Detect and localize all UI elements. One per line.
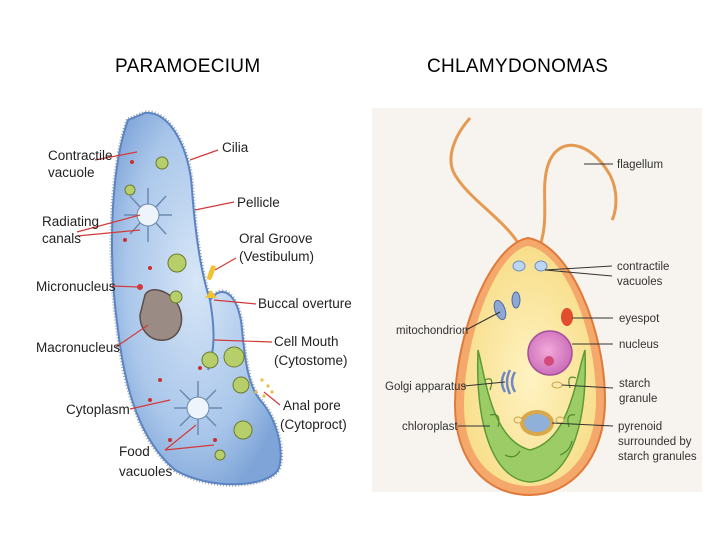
chlamydomonas-title: CHLAMYDONOMAS: [427, 56, 609, 77]
label-contractile-vacuoles-2: vacuoles: [617, 276, 663, 288]
label-oral-groove-2: (Vestibulum): [239, 249, 314, 264]
micronucleus: [137, 284, 143, 290]
svg-text:Anal pore(Cytoproct): Anal pore (Cytoproct): [280, 398, 347, 432]
nucleus: [527, 330, 573, 376]
label-anal-pore-2: (Cytoproct): [280, 417, 347, 432]
contractile-vacuole-bottom: [174, 381, 222, 435]
label-contractile-vacuole-2: vacuole: [48, 165, 95, 180]
contractile-vacuole-top: [124, 188, 172, 242]
chlamydomonas-leaders: [458, 163, 614, 427]
chlamydomonas-diagram: flagellum contractile vacuoles eyespot nu…: [372, 108, 702, 497]
paramecium-title: PARAMOECIUM: [115, 56, 261, 77]
label-starch-granule-2: granule: [619, 393, 657, 405]
label-radiating-canals-2: canals: [42, 231, 81, 246]
label-contractile-vacuole-1: Contractile: [48, 148, 113, 163]
label-micronucleus: Micronucleus: [36, 279, 116, 294]
label-anal-pore-1: Anal pore: [283, 398, 341, 413]
pyrenoid: [520, 410, 554, 436]
label-cell-mouth-2: (Cytostome): [274, 353, 348, 368]
eyespot: [561, 308, 573, 326]
label-nucleus: nucleus: [619, 339, 659, 351]
label-cilia: Cilia: [222, 140, 249, 155]
paramecium-leaders: [76, 149, 281, 451]
label-buccal: Buccal overture: [258, 296, 352, 311]
paramecium-body: [111, 111, 282, 486]
label-pyrenoid-3: starch granules: [618, 451, 697, 463]
label-pyrenoid-1: pyrenoid: [618, 421, 662, 433]
label-mitochondrion: mitochondrion: [396, 325, 468, 337]
flagellum-left: [449, 117, 522, 247]
macronucleus: [139, 289, 183, 341]
anal-pore-particles: [254, 378, 274, 398]
label-food-vacuoles-2: vacuoles: [119, 464, 173, 479]
label-contractile-vacuoles-1: contractile: [617, 261, 669, 273]
label-pyrenoid-2: surrounded by: [618, 436, 692, 448]
svg-text:Oral Groove(Vestibulum): Oral Groove (Vestibulum): [239, 231, 314, 264]
svg-text:Cell Mouth(Cytostome): Cell Mouth (Cytostome): [274, 334, 348, 368]
label-macronucleus: Macronucleus: [36, 340, 120, 355]
label-cell-mouth-1: Cell Mouth: [274, 334, 339, 349]
label-eyespot: eyespot: [619, 313, 660, 325]
label-flagellum: flagellum: [617, 159, 663, 171]
nucleolus: [544, 356, 554, 366]
label-cytoplasm: Cytoplasm: [66, 402, 130, 417]
paramecium-diagram: Contractile vacuole Radiating canals Micro…: [36, 110, 352, 487]
label-radiating-canals-1: Radiating: [42, 214, 99, 229]
label-starch-granule-1: starch: [619, 378, 650, 390]
cytoplasm-granules: [123, 160, 217, 442]
chloroplast: [476, 349, 587, 483]
food-vacuoles: [124, 156, 253, 461]
label-oral-groove-1: Oral Groove: [239, 231, 313, 246]
label-pellicle: Pellicle: [237, 195, 280, 210]
contractile-vacuoles: [512, 260, 548, 272]
label-chloroplast: chloroplast: [402, 421, 458, 433]
flagellum-right: [538, 143, 618, 247]
mitochondria: [493, 291, 521, 321]
label-food-vacuoles-1: Food: [119, 444, 150, 459]
label-golgi: Golgi apparatus: [385, 381, 466, 393]
buccal-cavity: [205, 290, 217, 298]
